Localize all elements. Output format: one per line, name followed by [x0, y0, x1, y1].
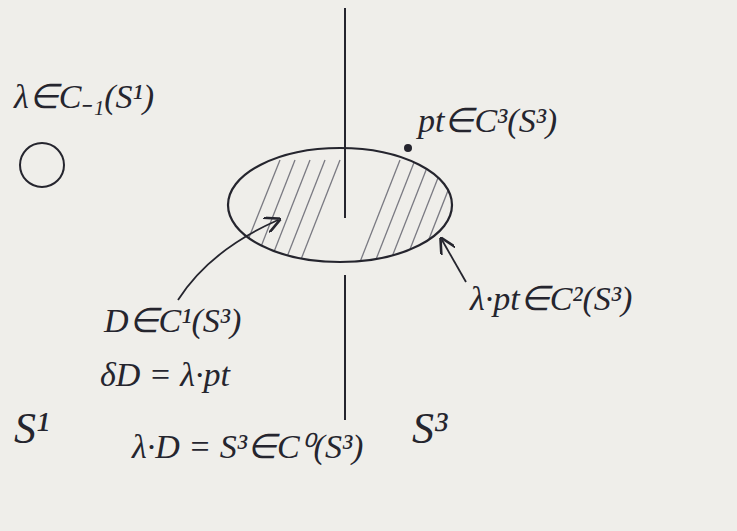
cochain-label: pt∈C³(S³) [418, 102, 557, 139]
cochain-label: λ·pt∈C²(S³) [470, 280, 632, 317]
space-label: S³ [412, 405, 447, 453]
leader-arrow [442, 240, 466, 282]
disk-boundary [228, 148, 452, 262]
disk-hatching [240, 160, 460, 262]
equation-label: δD = λ·pt [100, 356, 230, 393]
point-dot [404, 144, 412, 152]
axis-line [344, 275, 346, 420]
cochain-label: D∈C¹(S³) [104, 302, 241, 339]
space-label: S¹ [14, 405, 49, 453]
circle-symbol [20, 143, 64, 187]
cochain-label: λ∈C₋₁(S¹) [14, 78, 154, 115]
equation-label: λ·D = S³∈C⁰(S³) [132, 428, 363, 465]
leader-arrow [178, 220, 278, 300]
axis-line [344, 8, 346, 218]
